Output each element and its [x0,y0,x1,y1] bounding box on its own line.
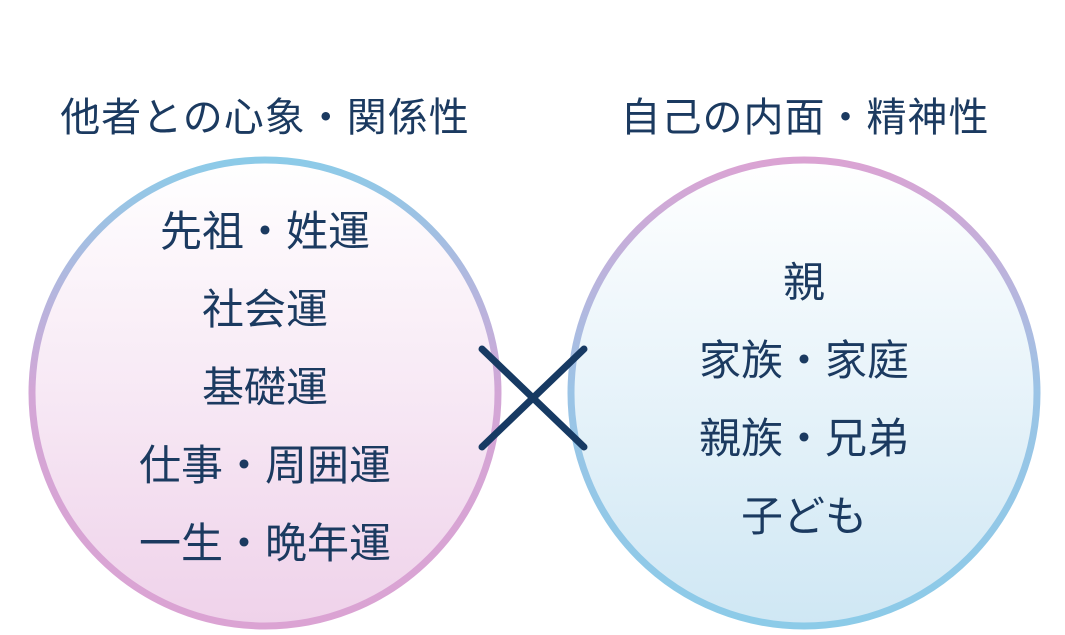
left-item: 基礎運 [201,363,328,412]
right-item: 子ども [740,492,867,541]
right-title: 自己の内面・精神性 [620,95,990,141]
left-item: 仕事・周囲運 [138,441,391,490]
right-items: 親 家族・家庭 親族・兄弟 子ども [569,244,1039,556]
left-item: 一生・晩年運 [138,519,391,568]
right-item: 家族・家庭 [698,336,909,385]
left-title: 他者との心象・関係性 [60,95,470,141]
left-item: 先祖・姓運 [159,207,370,256]
left-items: 先祖・姓運 社会運 基礎運 仕事・周囲運 一生・晩年運 [30,193,500,583]
right-circle [567,156,1041,630]
cross-icon [478,345,588,451]
right-item: 親 [782,258,825,307]
left-item: 社会運 [201,285,328,334]
right-item: 親族・兄弟 [698,414,909,463]
left-circle [28,156,502,630]
